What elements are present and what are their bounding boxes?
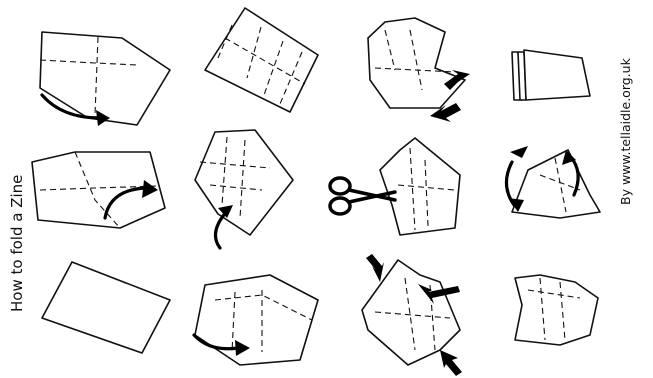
step-cut-centre [330,138,460,235]
step-push-together [368,18,470,122]
step-fold-half-lengthwise [40,32,170,126]
arrow-head-icon [510,146,528,158]
arrow-icon [366,254,384,282]
step-fold-widthwise [194,275,318,365]
step-fold-pages-around [506,146,600,218]
step-flatten-booklet [515,275,598,345]
step-finished-zine [512,50,590,100]
credit: By www.tellaidle.org.uk [618,57,633,205]
title: How to fold a Zine [8,175,26,312]
arrow-icon [440,350,462,376]
step-fold-back [32,152,165,228]
step-landscape-sheet [42,262,170,353]
step-fold-in-quarters [195,130,293,248]
step-open-out [362,254,462,376]
step-eight-panel-grid [205,8,318,112]
